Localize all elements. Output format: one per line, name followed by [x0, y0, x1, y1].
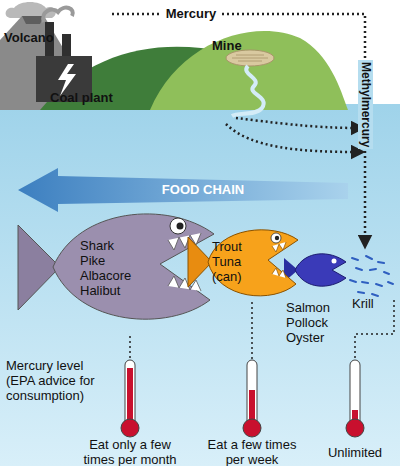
- source-label: Mine: [212, 38, 252, 53]
- scale-label: Mercury level (EPA advice for consumptio…: [6, 358, 106, 403]
- fish-label: Shark Pike Albacore Halibut: [80, 238, 138, 298]
- advice-label: Eat a few times per week: [200, 437, 304, 466]
- thermometer: [346, 360, 364, 437]
- arrow-label: FOOD CHAIN: [58, 182, 348, 197]
- coal-plant: [36, 8, 92, 102]
- medium-fish: Trout Tuna (can): [188, 222, 300, 302]
- fish-label: Trout Tuna (can): [212, 239, 256, 284]
- source-label: Volcano: [4, 30, 64, 45]
- advice-label: Eat only a few times per month: [74, 437, 186, 466]
- mercury-path: [112, 14, 365, 242]
- source-label: Coal plant: [50, 90, 130, 105]
- species-label: Salmon Pollock Oyster: [286, 300, 342, 345]
- flow-label: Methylmercury: [358, 60, 373, 149]
- food-chain-arrow: FOOD CHAIN: [18, 168, 348, 212]
- thermometer: [243, 360, 261, 437]
- sea: [0, 104, 400, 466]
- krill: [350, 256, 393, 296]
- advice-label: Unlimited: [320, 445, 390, 460]
- thermometer: [121, 360, 139, 437]
- fish-shape: [188, 222, 300, 302]
- flow-label: Mercury: [160, 6, 222, 21]
- species-label: Krill: [352, 296, 392, 311]
- river: [232, 66, 264, 116]
